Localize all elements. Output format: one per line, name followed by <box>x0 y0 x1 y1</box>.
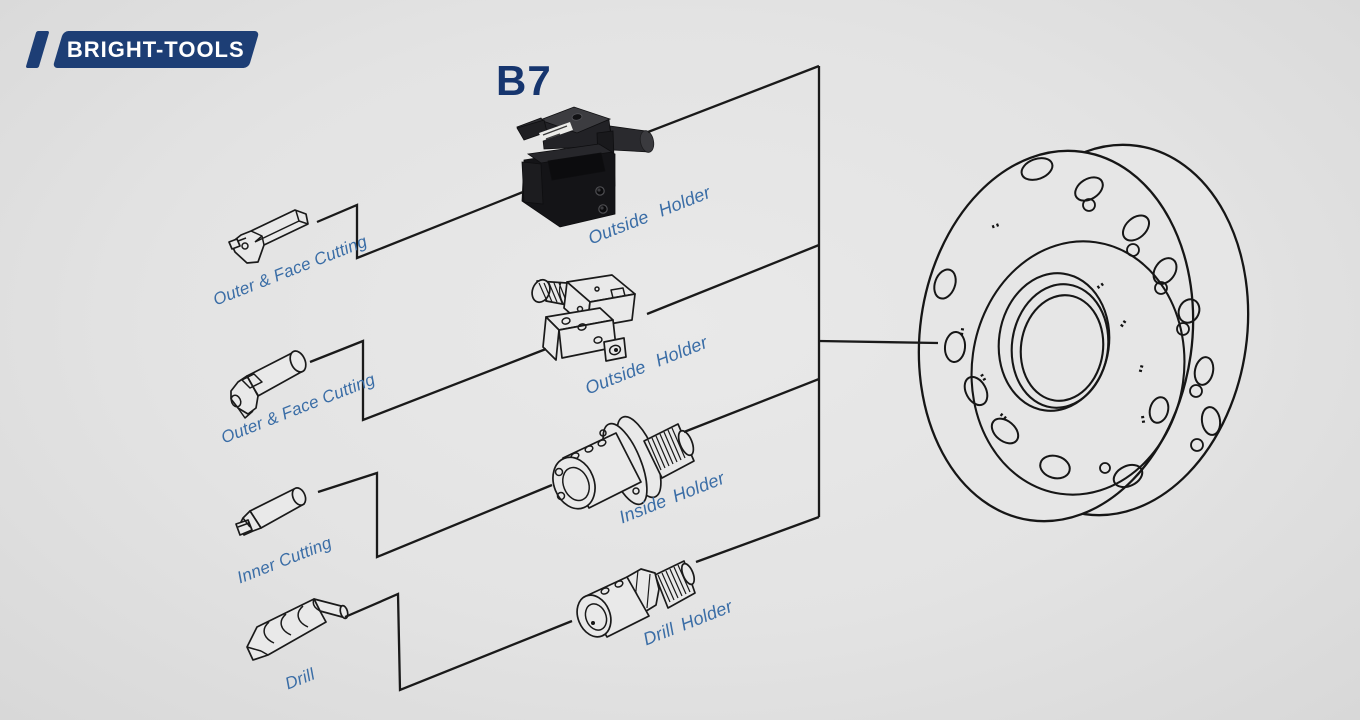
connector-row1-left <box>316 190 524 260</box>
connector-row3-left <box>317 471 553 559</box>
connector-lines <box>309 64 939 692</box>
drill-holder-bore-dot <box>591 621 595 625</box>
b7-sticker-text-marks <box>542 125 568 140</box>
disc-boss-ring <box>970 240 1186 496</box>
holder-drawing-outside <box>531 274 636 362</box>
holder-drawing-drill <box>576 560 696 638</box>
b7-clamp-screws <box>595 186 608 214</box>
tool-drawing-outer-face-cutting-2 <box>230 350 307 419</box>
b7-body-left-face <box>521 161 544 205</box>
connector-row4-right <box>695 515 820 564</box>
connector-row2-left <box>309 339 547 422</box>
tool-drawing-inner-cutting <box>235 487 307 536</box>
connector-row4-left <box>344 592 573 692</box>
disc-front-face <box>917 149 1195 523</box>
b7-body-top-face <box>526 143 614 164</box>
brand-name: BRIGHT-TOOLS <box>67 36 245 62</box>
connector-row3-right <box>683 377 820 434</box>
disc-pin-holes <box>1082 198 1204 474</box>
connector-row2-right <box>646 243 820 316</box>
holder-photo-b7 <box>516 106 655 228</box>
b7-top-hole <box>571 113 583 121</box>
brand-logo: BRIGHT-TOOLS <box>0 0 290 100</box>
outside-holder-clamp-dot <box>614 348 618 352</box>
logo-stripe-icon <box>25 31 50 68</box>
turret-disc <box>917 143 1250 523</box>
disc-tool-holes <box>933 157 1222 489</box>
model-label: B7 <box>496 57 552 104</box>
connector-row1-right <box>647 64 820 134</box>
logo-box: BRIGHT-TOOLS <box>52 31 260 68</box>
holder-drawing-inside <box>552 415 695 510</box>
tool-drawing-outer-face-cutting-1 <box>228 209 309 264</box>
b7-shank-cap <box>639 130 655 153</box>
connector-to-disc <box>818 339 939 345</box>
b7-body-pocket <box>547 152 606 181</box>
disc-screw-marks <box>960 223 1146 424</box>
disc-center-bore <box>997 272 1111 412</box>
tool-drawing-drill <box>246 598 349 661</box>
